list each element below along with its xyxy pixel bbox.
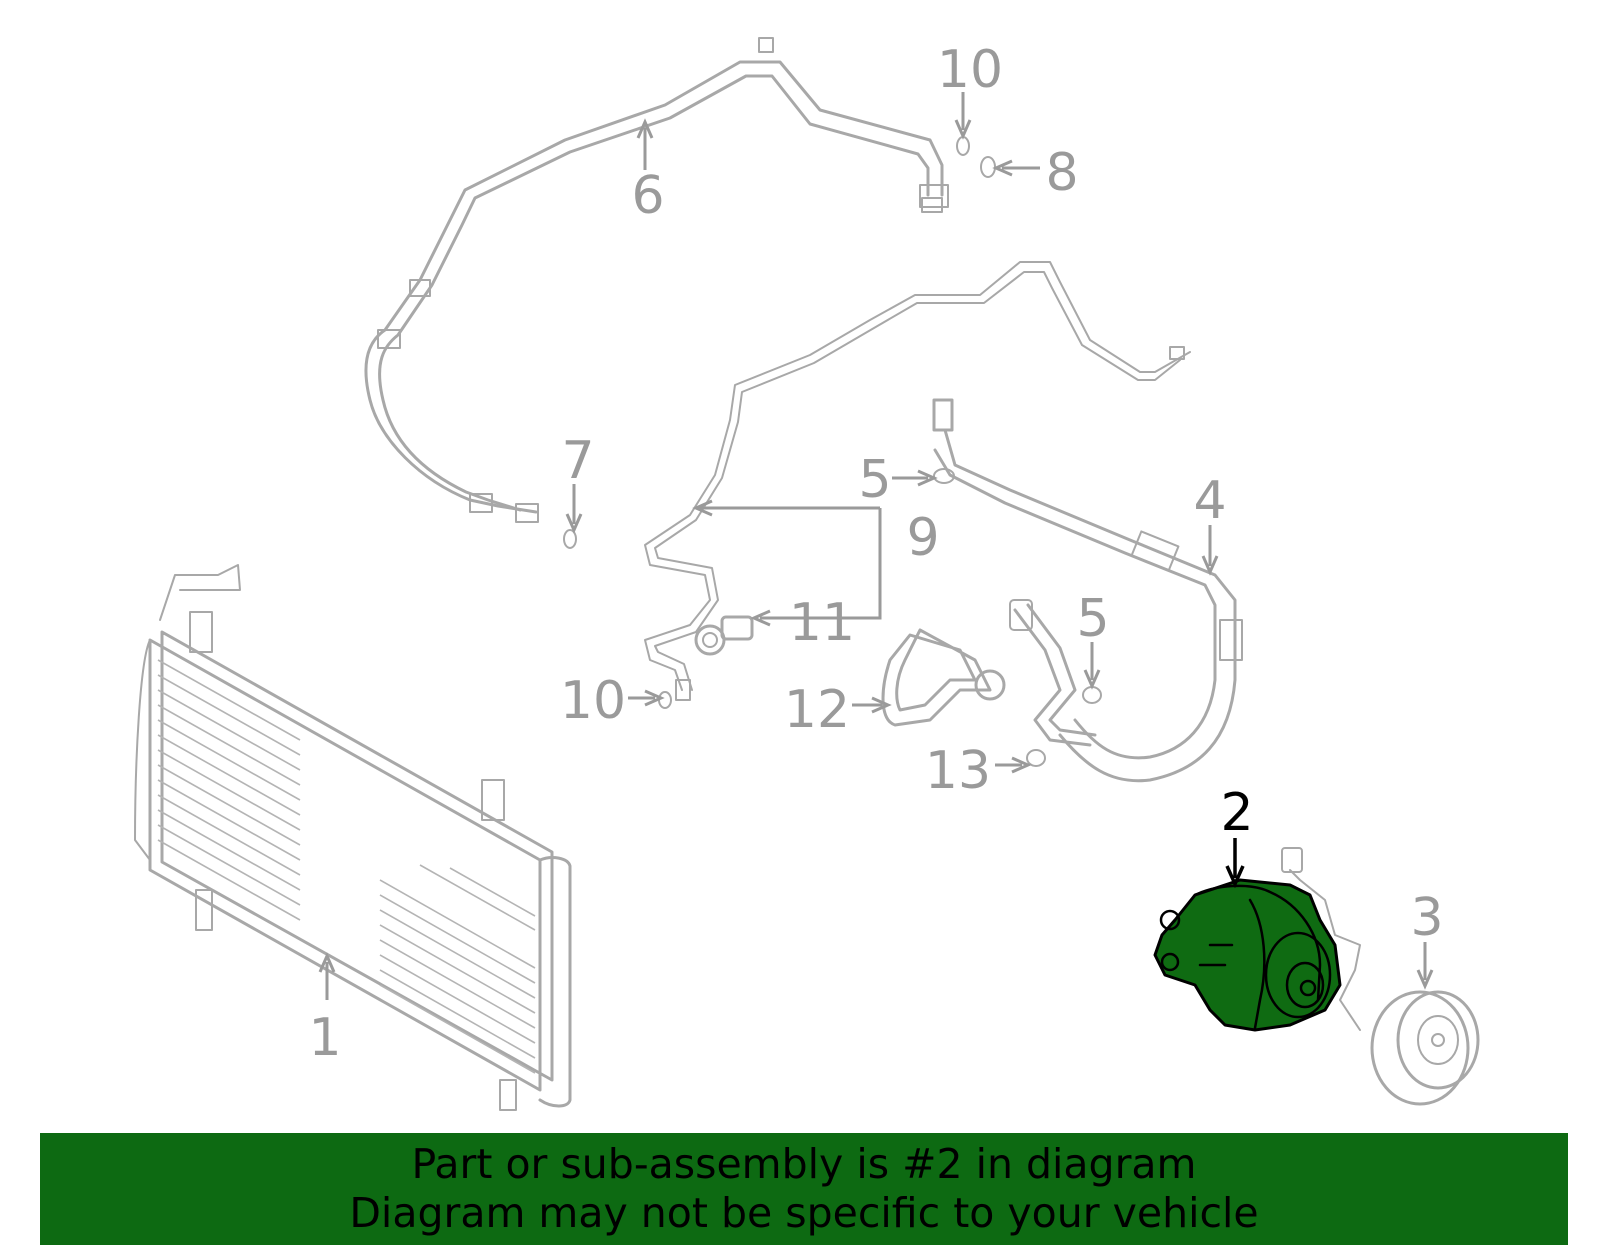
part-6-hose[interactable] [364, 37, 949, 523]
part-2-compressor[interactable] [1153, 878, 1342, 1032]
part-8-oring[interactable] [980, 156, 996, 178]
banner-line-part: Part or sub-assembly is #2 in diagram [411, 1140, 1197, 1188]
part-12-tube[interactable] [881, 628, 1006, 727]
part-3-pulley[interactable] [1281, 847, 1480, 1106]
callout-10b: 10 [560, 671, 626, 731]
part-1-condenser[interactable] [134, 564, 572, 1111]
callout-10a: 10 [937, 40, 1003, 100]
callout-13: 13 [925, 741, 991, 801]
part-11-switch[interactable] [694, 615, 754, 656]
callout-7: 7 [561, 431, 594, 491]
callout-1: 1 [308, 1008, 341, 1068]
callout-leaders [318, 92, 1434, 1000]
part-9-tube[interactable] [644, 261, 1191, 701]
banner-line-disclaimer: Diagram may not be specific to your vehi… [349, 1189, 1259, 1237]
callout-5a: 5 [858, 450, 891, 510]
part-7-oring[interactable] [563, 529, 577, 549]
part-13-oring[interactable] [1026, 749, 1046, 767]
callout-12: 12 [784, 680, 850, 740]
callout-3: 3 [1410, 888, 1443, 948]
part-13-tube[interactable] [1009, 599, 1097, 747]
callout-6: 6 [631, 166, 664, 226]
callout-4: 4 [1193, 471, 1226, 531]
callout-8: 8 [1045, 143, 1078, 203]
info-banner: Part or sub-assembly is #2 in diagram Di… [40, 1133, 1568, 1245]
callout-9: 9 [906, 508, 939, 568]
callout-11: 11 [789, 593, 855, 653]
part-4-hose[interactable] [932, 398, 1243, 783]
callout-2: 2 [1220, 783, 1253, 843]
callout-5b: 5 [1076, 589, 1109, 649]
part-10b-oring[interactable] [658, 691, 672, 709]
